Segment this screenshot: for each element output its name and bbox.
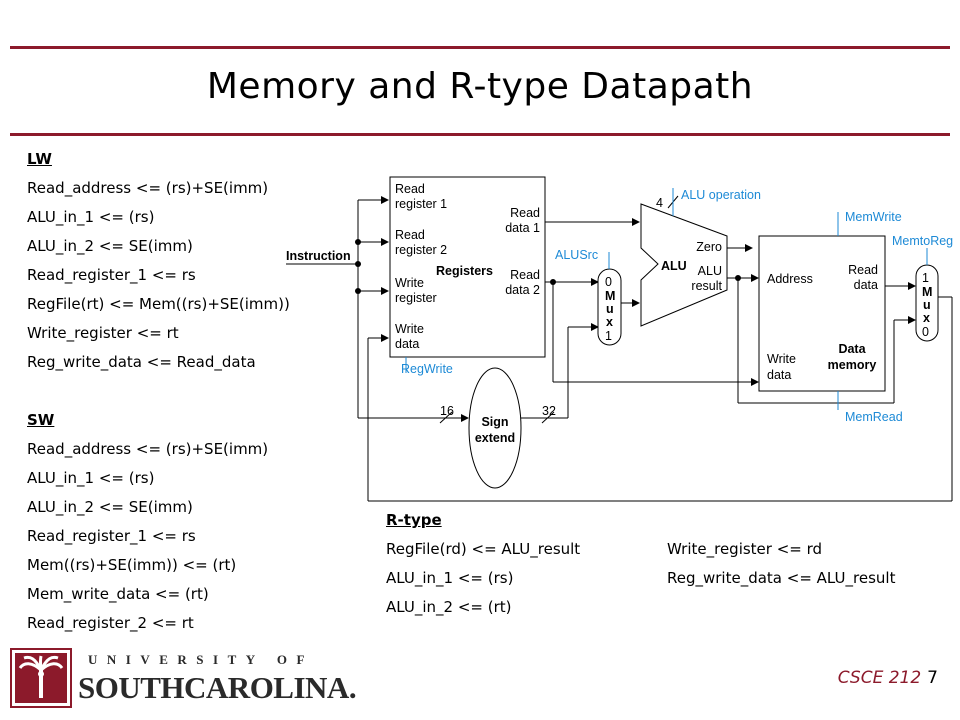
zero-label: Zero	[696, 240, 722, 254]
regwrite-label: RegWrite	[401, 362, 453, 376]
sign-extend-unit	[468, 367, 522, 489]
mux2-label: u	[923, 298, 931, 312]
instruction-label: Instruction	[286, 249, 351, 263]
lw-line: ALU_in_2 <= SE(imm)	[27, 237, 193, 255]
reg-out2-label: data 2	[505, 283, 540, 297]
reg-in3-label: Write	[395, 276, 424, 290]
alu-operation-label: ALU operation	[681, 188, 761, 202]
address-label: Address	[767, 272, 813, 286]
sw-header: SW	[27, 411, 55, 429]
palmetto-seal-icon	[10, 648, 72, 708]
rtype-code-block: R-type RegFile(rd) <= ALU_result ALU_in_…	[386, 506, 580, 622]
rtype-header: R-type	[386, 511, 442, 529]
mux-label: 1	[605, 329, 612, 343]
memtoreg-label: MemtoReg	[892, 234, 953, 248]
reg-out1-label: Read	[510, 206, 540, 220]
mux-label: x	[606, 315, 613, 329]
mux2-label: 0	[922, 325, 929, 339]
course-label: CSCE 212	[837, 668, 922, 688]
lw-line: Read_register_1 <= rs	[27, 266, 196, 284]
reg-in3-label: register	[395, 291, 437, 305]
reg-in2-label: Read	[395, 228, 425, 242]
alu-op-bits-label: 4	[656, 196, 663, 210]
write-data-label: data	[767, 368, 791, 382]
junction-dot	[355, 261, 361, 267]
university-wordmark: SOUTHCAROLINA.	[78, 670, 357, 705]
register-file-box	[389, 176, 546, 358]
rtype-code-block-right: Write_register <= rd Reg_write_data <= A…	[667, 535, 895, 593]
rtype-line: ALU_in_2 <= (rt)	[386, 598, 512, 616]
sw-line: ALU_in_2 <= SE(imm)	[27, 498, 193, 516]
memwrite-label: MemWrite	[845, 210, 902, 224]
reg-out1-label: data 1	[505, 221, 540, 235]
rtype-line: ALU_in_1 <= (rs)	[386, 569, 514, 587]
alu-result-label: ALU	[698, 264, 722, 278]
alu-label: ALU	[661, 259, 687, 273]
university-wordmark-top: UNIVERSITY OF	[88, 652, 314, 667]
reg-out2-label: Read	[510, 268, 540, 282]
mux2-label: 1	[922, 271, 929, 285]
reg-in1-label: Read	[395, 182, 425, 196]
lw-line: Read_address <= (rs)+SE(imm)	[27, 179, 269, 197]
sw-line: Mem_write_data <= (rt)	[27, 585, 209, 603]
data-memory-label: memory	[828, 358, 877, 372]
read-data-label: Read	[848, 263, 878, 277]
datapath-diagram: Read register 1 Read register 2 Write re…	[286, 176, 953, 502]
write-data-label: Write	[767, 352, 796, 366]
sw-line: Read_register_1 <= rs	[27, 527, 196, 545]
lw-line: Reg_write_data <= Read_data	[27, 353, 256, 371]
alu-unit	[640, 203, 728, 327]
top-rule	[10, 46, 950, 49]
mux2-label: M	[922, 285, 932, 299]
title-underline-rule	[10, 133, 950, 136]
mux2-label: x	[923, 311, 930, 325]
rtype-line: Write_register <= rd	[667, 540, 823, 558]
lw-line: ALU_in_1 <= (rs)	[27, 208, 155, 226]
memread-label: MemRead	[845, 410, 903, 424]
read-data-label: data	[854, 278, 878, 292]
mux-label: M	[605, 289, 615, 303]
sign-extend-label: extend	[475, 431, 515, 445]
slide-title: Memory and R-type Datapath	[206, 66, 754, 107]
sw-line: Read_address <= (rs)+SE(imm)	[27, 440, 269, 458]
lw-sw-code-block: LW Read_address <= (rs)+SE(imm) ALU_in_1…	[27, 145, 290, 638]
mux-label: u	[606, 302, 614, 316]
alu-result-label: result	[691, 279, 722, 293]
rtype-line: RegFile(rd) <= ALU_result	[386, 540, 581, 558]
junction-dot	[355, 288, 361, 294]
junction-dot	[735, 275, 741, 281]
bits32-label: 32	[542, 404, 556, 418]
lw-line: Write_register <= rt	[27, 324, 179, 342]
page-number: 7	[927, 668, 938, 688]
bits16-label: 16	[440, 404, 454, 418]
junction-dot	[355, 239, 361, 245]
sw-line: Mem((rs)+SE(imm)) <= (rt)	[27, 556, 237, 574]
reg-in2-label: register 2	[395, 243, 447, 257]
mux-label: 0	[605, 275, 612, 289]
rtype-line: Reg_write_data <= ALU_result	[667, 569, 896, 587]
sw-line: ALU_in_1 <= (rs)	[27, 469, 155, 487]
alusrc-label: ALUSrc	[555, 248, 598, 262]
registers-label: Registers	[436, 264, 493, 278]
spacer	[27, 377, 290, 406]
junction-dot	[550, 279, 556, 285]
lw-header: LW	[27, 150, 52, 168]
data-memory-label: Data	[838, 342, 866, 356]
reg-in4-label: data	[395, 337, 419, 351]
university-logo	[10, 648, 72, 712]
lw-line: RegFile(rt) <= Mem((rs)+SE(imm))	[27, 295, 290, 313]
sign-extend-label: Sign	[481, 415, 508, 429]
reg-in4-label: Write	[395, 322, 424, 336]
reg-in1-label: register 1	[395, 197, 447, 211]
sw-line: Read_register_2 <= rt	[27, 614, 194, 632]
data-memory-box	[758, 235, 886, 392]
